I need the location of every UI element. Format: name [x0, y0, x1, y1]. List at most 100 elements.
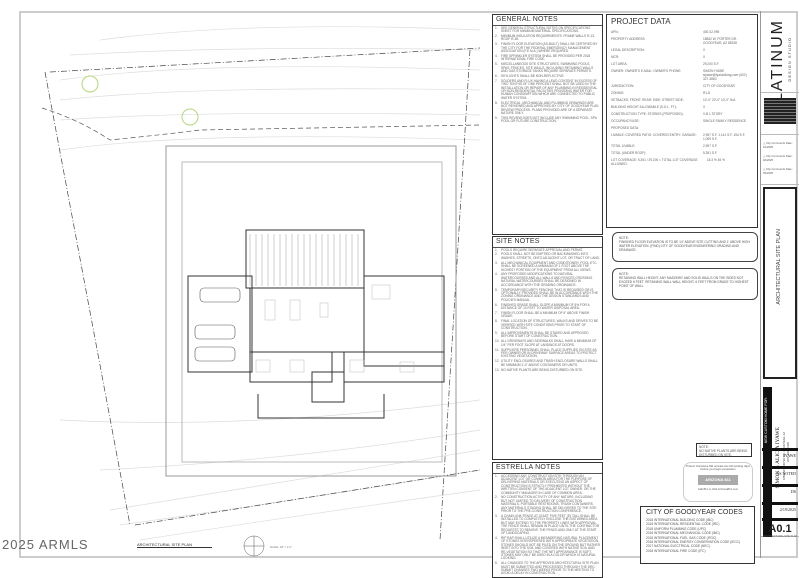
note-number: 5.: [495, 561, 498, 566]
project-data-row: PROPOSED DATA:: [607, 124, 757, 131]
note-text: ANY PROPOSED MODIFICATIONS TO NATURAL WA…: [501, 272, 593, 287]
project-data-label: ZONING:: [611, 90, 625, 95]
note-number: 3.: [495, 513, 498, 518]
note-text: THIS REVIEW DOES NOT INCLUDE ANY SWIMMIN…: [501, 115, 597, 124]
tree-icon: [81, 75, 99, 93]
note-number: 13.: [495, 367, 500, 372]
site-plan-drawing: [41, 26, 481, 557]
note-item: 8.ELECTRICAL, MECHANICAL AND PLUMBING DR…: [493, 101, 602, 116]
code-item: 2018 INTERNATIONAL MECHANICAL CODE (IMC): [646, 531, 720, 536]
project-data-value: [703, 126, 753, 130]
code-item: 2017 NATIONAL ELECTRICAL CODE (NEC): [646, 544, 710, 549]
project-data-label: LOT COVERAGE: 5,351 / 29,200 = TOTAL LOT…: [611, 157, 698, 166]
note-title: NOTE:: [619, 272, 629, 276]
note-text: MISCELLANEOUS SITE STRUCTURES, SWIMMING …: [501, 62, 594, 73]
plan-title: ARCHITECTURAL SITE PLAN: [137, 542, 212, 548]
date: 2/19/2025: [779, 507, 796, 512]
firm-subtitle: DESIGN STUDIO: [787, 37, 792, 82]
arizona-811-logo: ARIZONA 811: [698, 474, 738, 485]
note-text: ELECTRICAL, MECHANICAL AND PLUMBING DRAW…: [501, 100, 599, 115]
project-data-label: TOTAL (UNDER ROOF):: [611, 150, 647, 155]
scale: AS NOTED: [776, 471, 796, 476]
note-number: 1.: [495, 247, 498, 252]
revision-item: △ City Comments Date: 03/2025: [763, 167, 797, 175]
project-data-value: SIMON IYAWE siyawe@iyaluxliving.com (602…: [703, 68, 747, 81]
note-item: 4.FIRE SPRINKLER SYSTEM SHALL BE PROVIDE…: [493, 54, 602, 62]
note-number: 4.: [495, 53, 498, 58]
general-notes-title: GENERAL NOTES: [493, 15, 602, 26]
note-number: 2.: [495, 252, 498, 257]
project-data-value: X: [703, 47, 706, 52]
note-text: SUPPLIERS PERSONNEL SHALL PLACE SUPPLIES…: [501, 347, 597, 359]
note-item: 3.ALL MECHANICAL EQUIPMENT AND CONDITION…: [493, 261, 602, 273]
project-data-row: APN:400-02-995: [607, 28, 757, 35]
revision-text: City Comments Date: 03/2025: [763, 167, 793, 175]
bluestake-bottom: Call 811 or click Arizona811.com: [697, 486, 739, 491]
firm-logo: PLATINUM DESIGN STUDIO: [761, 11, 799, 115]
drawing-sheet: [19, 11, 798, 558]
project-data-value: 2,957 S.F. 1,141 S.F. 154 S.F. 1,099 S.F…: [703, 132, 746, 141]
estrella-notes: ESTRELLA NOTES 1.ACCESSING ANY CONSTRUCT…: [492, 462, 603, 578]
project-data-value: CITY OF GOODYEAR: [703, 83, 735, 88]
note-number: 8.: [495, 100, 498, 105]
project-data-value: 18.3 % 45 %: [706, 157, 725, 162]
note-text: RIP RAP SHALL UTILIZE A MEANDERING NATUR…: [501, 535, 600, 561]
project-data-row: TOTAL LIVABLE:2,957 S.F.: [607, 142, 757, 149]
project-data-label: OCCUPANCY/USE:: [611, 118, 640, 123]
note-text: SKYLIGHTS SHALL BE NON-REFLECTIVE.: [501, 73, 565, 78]
setback-line: [41, 107, 481, 141]
north-arrow-icon: [243, 535, 265, 557]
project-data-label: LEGAL DESCRIPTION:: [611, 47, 645, 52]
note-item: 11.SUPPLIERS PERSONNEL SHALL PLACE SUPPL…: [493, 348, 602, 360]
note-number: 2.: [495, 495, 498, 500]
project-data-row: JURISDICTION: CITY OF GOODYEAR: [607, 82, 757, 89]
note-number: 6.: [495, 73, 498, 78]
project-data-value: V-B 1 STORY: [703, 111, 723, 116]
project-data-row: TOTAL (UNDER ROOF):5,351 S.F.: [607, 149, 757, 156]
project-data-value: SINGLE FAMILY RESIDENCE: [703, 118, 747, 123]
watermark: 2025 ARMLS: [2, 537, 89, 552]
note-number: 6.: [495, 302, 498, 307]
note-item: 1.POOLS REQUIRE SEPARATE APPROVAL AND PE…: [493, 248, 602, 253]
building-envelope: [181, 161, 443, 463]
project-data-row: ZONING:R1-8: [607, 89, 757, 96]
tree-icon: [181, 108, 199, 126]
note-item: 7.SOLDERS AND FLUX HAVING A LEAD CONTENT…: [493, 79, 602, 101]
project-data-label: JURISDICTION:: [611, 83, 635, 88]
note-number: 3.: [495, 260, 498, 265]
seal-stamp-graphic: [764, 98, 796, 124]
note-number: 9.: [495, 115, 498, 120]
note-item: 4.ANY PROPOSED MODIFICATIONS TO NATURAL …: [493, 273, 602, 288]
note-number: 9.: [495, 331, 498, 336]
project-data-row: LEGAL DESCRIPTION: X: [607, 46, 757, 53]
house-footprint: [187, 229, 445, 419]
revisions: △ City Comments Date: 01/2025 △ City Com…: [761, 135, 799, 185]
project-name: IYAWE: [783, 453, 796, 458]
seal-stamp: [761, 93, 799, 135]
note-item: 3.A CHAIN LINK FENCE AT LEAST FIVE FEET …: [493, 514, 602, 536]
note-text: NO NATIVE PLANTS ARE BEING DISTURBED ON …: [501, 367, 584, 372]
project-data-value: 18562 W. PORTER DR. GOODYEAR, AZ 85338: [703, 36, 737, 45]
note-item: 7.FINISH FLOOR SHALL BE A MINIMUM OF 6" …: [493, 311, 602, 320]
title-block: PLATINUM DESIGN STUDIO △ City Comments D…: [760, 11, 799, 558]
construction-fence: [165, 145, 457, 477]
note-text: UTILITY ENCLOSURES AND TRASH ENCLOSURE W…: [501, 359, 598, 367]
estrella-notes-title: ESTRELLA NOTES: [493, 463, 602, 474]
code-item: 2018 UNIFORM PLUMBING CODE (UPC): [646, 526, 707, 531]
property-line: [44, 47, 481, 541]
note-item: 1.SEE GENERAL STRUCTURAL NOTES ON SPECIF…: [493, 26, 602, 34]
field-label-bar: [762, 518, 798, 521]
estrella-notes-list: 1.ACCESSING ANY CONSTRUCTION SITE THROUG…: [493, 474, 602, 577]
field-label-bar: [762, 484, 798, 487]
field-label-bar: [762, 502, 798, 505]
code-item: 2018 INTERNATIONAL FUEL GAS CODE (IFGC): [646, 535, 717, 540]
general-notes-list: 1.SEE GENERAL STRUCTURAL NOTES ON SPECIF…: [493, 26, 602, 125]
code-item: 2018 INTERNATIONAL BUILDING CODE (IBC): [646, 518, 714, 522]
project-data-label: TOTAL LIVABLE:: [611, 143, 636, 148]
revision-item: △ City Comments Date: 02/2025: [763, 154, 797, 162]
project-label: NEW CUSTOM HOME FOR:: [764, 397, 768, 444]
project-data-row: OCCUPANCY/USE: SINGLE FAMILY RESIDENCE: [607, 117, 757, 124]
project-data-row: SETBACKS: FRONT: REAR: SIDE: STREET SIDE…: [607, 96, 757, 103]
note-item: 2.MINIMUM INSULATION REQUIREMENTS: FRAME…: [493, 34, 602, 42]
sheet-title: ARCHITECTURAL SITE PLAN: [776, 229, 782, 305]
